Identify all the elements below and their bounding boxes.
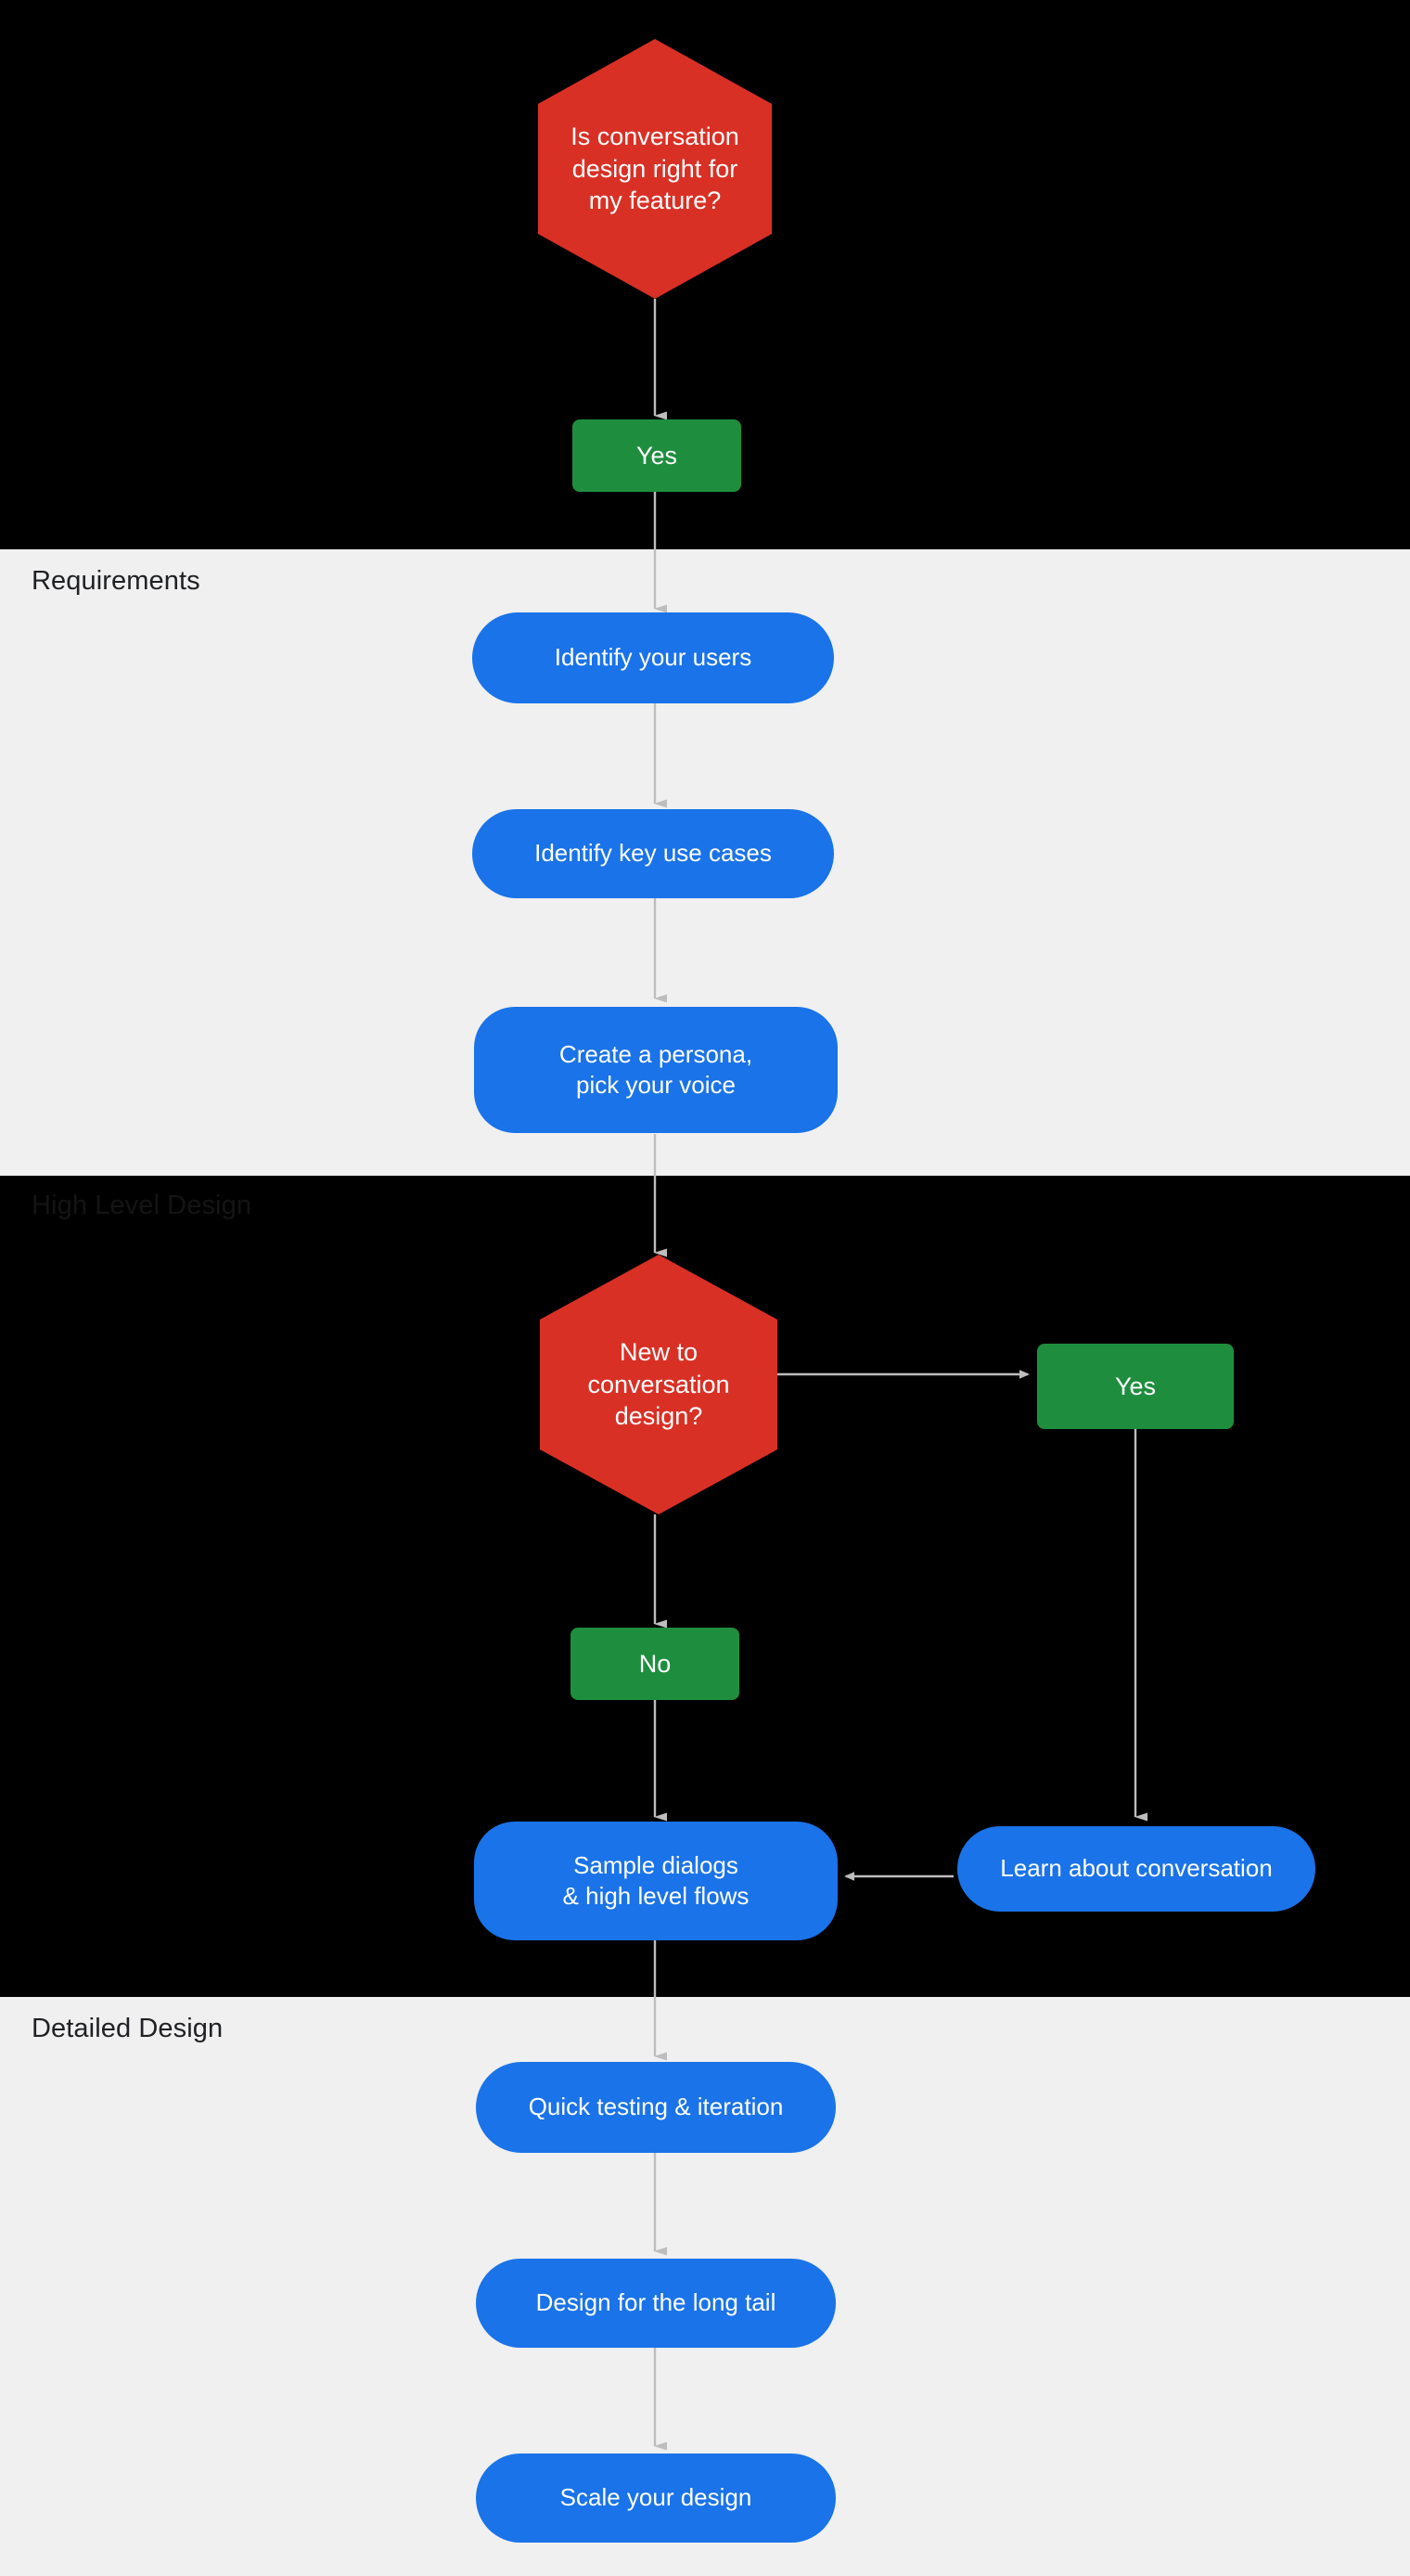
section-label-high-level-design: High Level Design	[32, 1191, 252, 1220]
step-design-for-the-long-tail[interactable]: Design for the long tail	[476, 2259, 836, 2348]
step-learn-about-conversation[interactable]: Learn about conversation	[957, 1826, 1315, 1912]
answer-no-high-level-design[interactable]: No	[570, 1628, 739, 1700]
answer-yes-high-level-design[interactable]: Yes	[1037, 1344, 1234, 1429]
step-create-a-persona[interactable]: Create a persona, pick your voice	[474, 1007, 838, 1133]
step-identify-your-users[interactable]: Identify your users	[472, 612, 834, 703]
step-identify-key-use-cases[interactable]: Identify key use cases	[472, 809, 834, 898]
step-scale-your-design[interactable]: Scale your design	[476, 2454, 836, 2543]
section-label-requirements: Requirements	[32, 566, 200, 596]
answer-yes-start[interactable]: Yes	[572, 419, 741, 492]
step-sample-dialogs-and-high-level-flows[interactable]: Sample dialogs & high level flows	[474, 1822, 838, 1940]
step-quick-testing-and-iteration[interactable]: Quick testing & iteration	[476, 2062, 836, 2153]
section-label-detailed-design: Detailed Design	[32, 2014, 224, 2043]
